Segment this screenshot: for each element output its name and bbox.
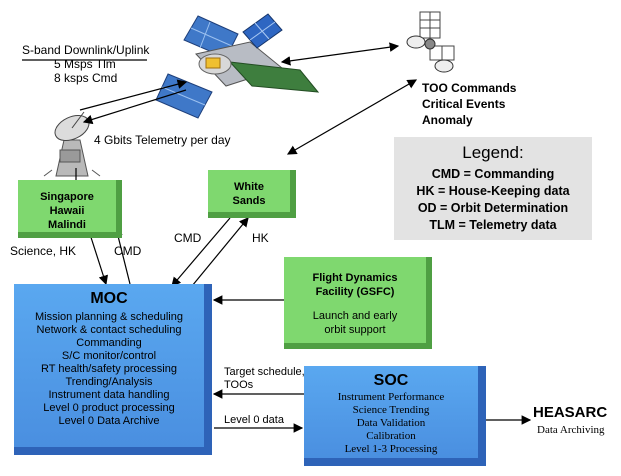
target-schedule-text: Target schedule, bbox=[224, 366, 305, 378]
legend-title: Legend: bbox=[462, 143, 524, 162]
soc-function: Science Trending bbox=[352, 404, 430, 416]
sband-tlm-rate: 5 Msps Tlm bbox=[54, 57, 116, 71]
flight-dynamics-desc2: orbit support bbox=[324, 324, 386, 336]
critical-events-label: Critical Events bbox=[422, 97, 506, 111]
sband-title: S-band Downlink/Uplink bbox=[22, 43, 150, 57]
too-labels: TOO Commands Critical Events Anomaly bbox=[422, 80, 516, 128]
flight-dynamics-box: Flight Dynamics Facility (GSFC) Launch a… bbox=[284, 257, 432, 349]
sband-cmd-rate: 8 ksps Cmd bbox=[54, 71, 118, 85]
moc-function: RT health/safety processing bbox=[41, 363, 177, 375]
cmd-right-label: CMD bbox=[174, 231, 202, 245]
moc-function: Level 0 Data Archive bbox=[58, 415, 160, 427]
soc-function: Calibration bbox=[366, 430, 416, 442]
moc-function: Mission planning & scheduling bbox=[35, 311, 183, 323]
relay-satellite-icon bbox=[406, 11, 455, 73]
white-sands-line2: Sands bbox=[232, 195, 266, 207]
moc-function: Level 0 product processing bbox=[43, 402, 175, 414]
legend-box: Legend: CMD = Commanding HK = House-Keep… bbox=[394, 137, 592, 240]
spacecraft-icon bbox=[155, 15, 320, 119]
telemetry-volume-label: 4 Gbits Telemetry per day bbox=[94, 133, 231, 147]
flight-dynamics-title: Flight Dynamics bbox=[312, 272, 398, 284]
legend-item: HK = House-Keeping data bbox=[416, 184, 570, 198]
moc-function-list: Mission planning & scheduling Network & … bbox=[14, 311, 204, 428]
ground-station-singapore: Singapore bbox=[40, 191, 94, 203]
moc-title: MOC bbox=[90, 290, 128, 307]
moc-function: Instrument data handling bbox=[48, 389, 170, 401]
ground-station-malindi: Malindi bbox=[48, 219, 86, 231]
soc-function: Data Validation bbox=[356, 417, 426, 429]
level0-data-label: Level 0 data bbox=[224, 414, 284, 426]
solar-panel-icon bbox=[242, 13, 283, 49]
legend-item: CMD = Commanding bbox=[431, 167, 555, 181]
ground-antenna-icon bbox=[43, 111, 101, 177]
moc-function: Commanding bbox=[76, 337, 142, 349]
moc-function: Network & contact scheduling bbox=[36, 324, 182, 336]
white-sands-line1: White bbox=[234, 181, 264, 193]
target-schedule-label: Target schedule, TOOs bbox=[224, 366, 305, 392]
moc-function: Trending/Analysis bbox=[65, 376, 153, 388]
flight-dynamics-facility: Facility (GSFC) bbox=[315, 286, 395, 298]
soc-box: SOC Instrument Performance Science Trend… bbox=[304, 366, 486, 466]
legend-item: OD = Orbit Determination bbox=[417, 201, 569, 215]
soc-title: SOC bbox=[373, 372, 409, 389]
anomaly-label: Anomaly bbox=[422, 113, 473, 127]
cmd-left-label: CMD bbox=[114, 244, 142, 258]
soc-function-list: Instrument Performance Science Trending … bbox=[304, 391, 478, 456]
moc-box: MOC Mission planning & scheduling Networ… bbox=[14, 284, 212, 455]
toos-text: TOOs bbox=[224, 379, 254, 391]
soc-function: Instrument Performance bbox=[337, 391, 445, 403]
legend-item: TLM = Telemetry data bbox=[429, 218, 557, 232]
legend-items: CMD = Commanding HK = House-Keeping data… bbox=[394, 166, 592, 234]
moc-function: S/C monitor/control bbox=[61, 350, 157, 362]
science-hk-label: Science, HK bbox=[10, 244, 77, 258]
hk-right-label: HK bbox=[252, 231, 269, 245]
sband-label: S-band Downlink/Uplink 5 Msps Tlm 8 ksps… bbox=[22, 43, 149, 85]
ground-station-hawaii: Hawaii bbox=[49, 205, 85, 217]
ground-station-box: Singapore Hawaii Malindi bbox=[18, 180, 122, 238]
white-sands-box: White Sands bbox=[208, 170, 296, 218]
flight-dynamics-desc1: Launch and early bbox=[312, 310, 398, 322]
too-commands-label: TOO Commands bbox=[422, 81, 517, 95]
soc-function: Level 1-3 Processing bbox=[344, 443, 438, 455]
heasarc-title: HEASARC bbox=[533, 404, 608, 421]
heasarc-subtitle: Data Archiving bbox=[537, 424, 605, 436]
